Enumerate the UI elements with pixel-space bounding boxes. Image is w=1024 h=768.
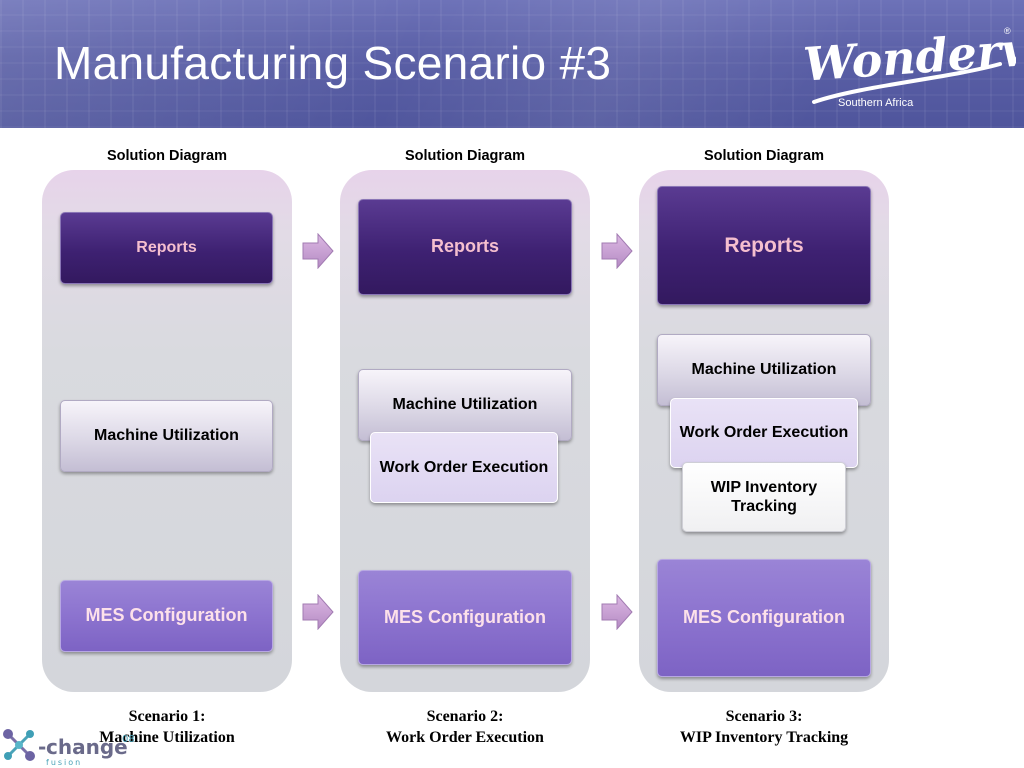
molecule-icon (3, 729, 35, 761)
scenario-3-wip-inventory-tracking-box: WIP Inventory Tracking (682, 462, 846, 532)
svg-text:®: ® (1004, 26, 1011, 36)
xchange-fusion-logo: - change 08 fusion (3, 729, 135, 767)
svg-text:fusion: fusion (46, 758, 82, 767)
scenario-3-caption-name: WIP Inventory Tracking (679, 729, 849, 746)
column-1-label: Solution Diagram (106, 148, 228, 164)
arrow-right-icon (302, 233, 334, 269)
scenario-1-machine-utilization-box: Machine Utilization (60, 400, 273, 472)
svg-text:Southern Africa: Southern Africa (838, 97, 914, 109)
arrow-right-icon (302, 594, 334, 630)
scenario-1-caption-name: Machine Utilization (99, 729, 235, 746)
scenario-2-reports-box: Reports (358, 199, 572, 295)
wonderware-logo: Wonderware Southern Africa ® (802, 16, 1016, 109)
page-title: Manufacturing Scenario #3 (54, 37, 612, 89)
svg-text:08: 08 (122, 734, 135, 745)
svg-text:change: change (46, 735, 128, 759)
scenario-2-machine-utilization-box: Machine Utilization (358, 369, 572, 441)
scenario-3-mes-configuration-box: MES Configuration (657, 559, 871, 677)
scenario-3-caption-number: Scenario 3: (725, 708, 803, 725)
scenario-1-caption-number: Scenario 1: (128, 708, 206, 725)
scenario-3-work-order-execution-box: Work Order Execution (670, 398, 858, 468)
scenario-1-mes-configuration-box: MES Configuration (60, 580, 273, 652)
svg-text:-: - (38, 735, 46, 759)
column-2-label: Solution Diagram (404, 148, 526, 164)
arrow-right-icon (601, 594, 633, 630)
scenario-1-reports-box: Reports (60, 212, 273, 284)
scenario-2-caption: Scenario 2: Work Order Execution (340, 706, 590, 748)
scenario-2-mes-configuration-box: MES Configuration (358, 570, 572, 665)
scenario-3-machine-utilization-box: Machine Utilization (657, 334, 871, 406)
scenario-3-reports-box: Reports (657, 186, 871, 305)
scenario-2-work-order-execution-box: Work Order Execution (370, 432, 558, 503)
scenario-2-caption-number: Scenario 2: (426, 708, 504, 725)
header-pattern (0, 0, 1024, 128)
arrow-right-icon (601, 233, 633, 269)
column-3-label: Solution Diagram (703, 148, 825, 164)
header-banner: Manufacturing Scenario #3 Wonderware Sou… (0, 0, 1024, 128)
scenario-2-caption-name: Work Order Execution (386, 729, 544, 746)
scenario-3-caption: Scenario 3: WIP Inventory Tracking (639, 706, 889, 748)
scenario-1-caption: Scenario 1: Machine Utilization (42, 706, 292, 748)
